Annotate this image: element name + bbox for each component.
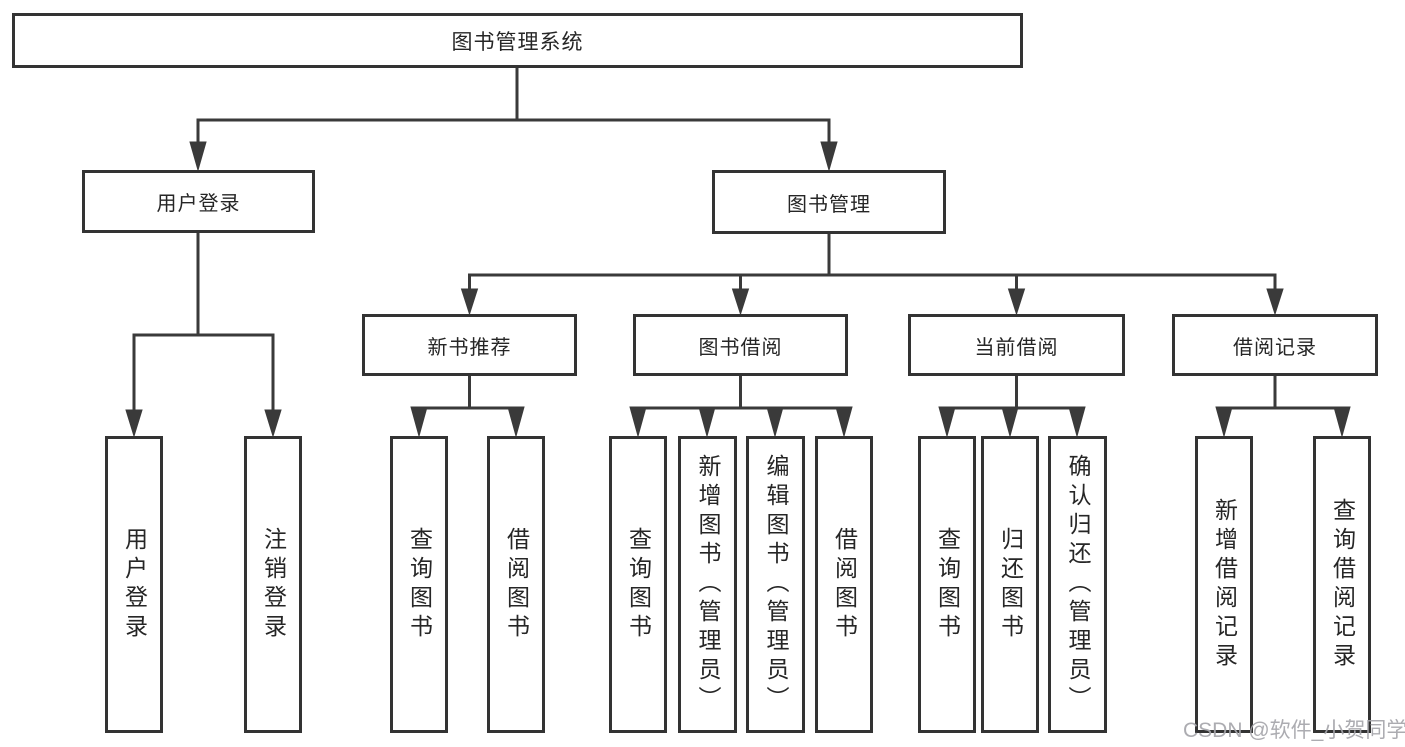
connector-book-borrow-children [629, 376, 853, 438]
node-book-borrow: 图书借阅 [633, 314, 848, 376]
connector-root-to-level2 [189, 68, 838, 172]
node-label: 图书管理 [787, 193, 871, 216]
leaf-query-books-1: 查询图书 [390, 436, 448, 733]
leaf-query-books-2: 查询图书 [609, 436, 667, 733]
node-label: 确认归还（管理员） [1065, 454, 1091, 715]
node-label: 新增借阅记录 [1211, 497, 1238, 672]
node-label: 归还图书 [997, 526, 1024, 643]
leaf-confirm-return-admin: 确认归还（管理员） [1048, 436, 1107, 733]
node-label: 编辑图书（管理员） [763, 454, 789, 715]
node-current-borrow: 当前借阅 [908, 314, 1125, 376]
leaf-borrow-books-1: 借阅图书 [487, 436, 545, 733]
connector-borrow-records-children [1215, 376, 1351, 438]
node-label: 当前借阅 [974, 336, 1059, 359]
connector-user-login-children [125, 233, 282, 438]
node-label: 查询借阅记录 [1329, 497, 1356, 672]
leaf-query-books-3: 查询图书 [918, 436, 976, 733]
node-user-login: 用户登录 [82, 170, 315, 233]
leaf-logout: 注销登录 [244, 436, 302, 733]
node-new-book-recommend: 新书推荐 [362, 314, 577, 376]
node-label: 图书借阅 [698, 336, 783, 359]
node-borrow-records: 借阅记录 [1172, 314, 1378, 376]
leaf-add-borrow-record: 新增借阅记录 [1195, 436, 1253, 733]
connector-book-mgmt-to-level3 [460, 234, 1284, 316]
leaf-edit-books-admin: 编辑图书（管理员） [746, 436, 805, 733]
leaf-add-books-admin: 新增图书（管理员） [678, 436, 737, 733]
node-label: 借阅图书 [503, 526, 530, 643]
node-label: 借阅记录 [1233, 336, 1317, 359]
node-label: 新书推荐 [427, 336, 512, 359]
node-book-management: 图书管理 [712, 170, 946, 234]
node-label: 注销登录 [260, 526, 287, 643]
leaf-query-borrow-record: 查询借阅记录 [1313, 436, 1371, 733]
node-label: 查询图书 [406, 526, 433, 643]
node-label: 查询图书 [625, 526, 652, 643]
csdn-watermark: CSDN @软件_小贺同学 [1183, 719, 1405, 742]
leaf-return-books: 归还图书 [981, 436, 1039, 733]
node-label: 用户登录 [121, 526, 148, 643]
leaf-user-login: 用户登录 [105, 436, 163, 733]
node-label: 图书管理系统 [451, 30, 584, 54]
node-label: 新增图书（管理员） [695, 454, 721, 715]
node-label: 用户登录 [156, 193, 241, 215]
node-label: 借阅图书 [831, 526, 858, 643]
connector-new-book-rec-children [410, 376, 525, 438]
leaf-borrow-books-2: 借阅图书 [815, 436, 873, 733]
connector-current-borrow-children [938, 376, 1086, 438]
node-label: 查询图书 [934, 526, 961, 643]
node-root-library-system: 图书管理系统 [12, 13, 1023, 68]
